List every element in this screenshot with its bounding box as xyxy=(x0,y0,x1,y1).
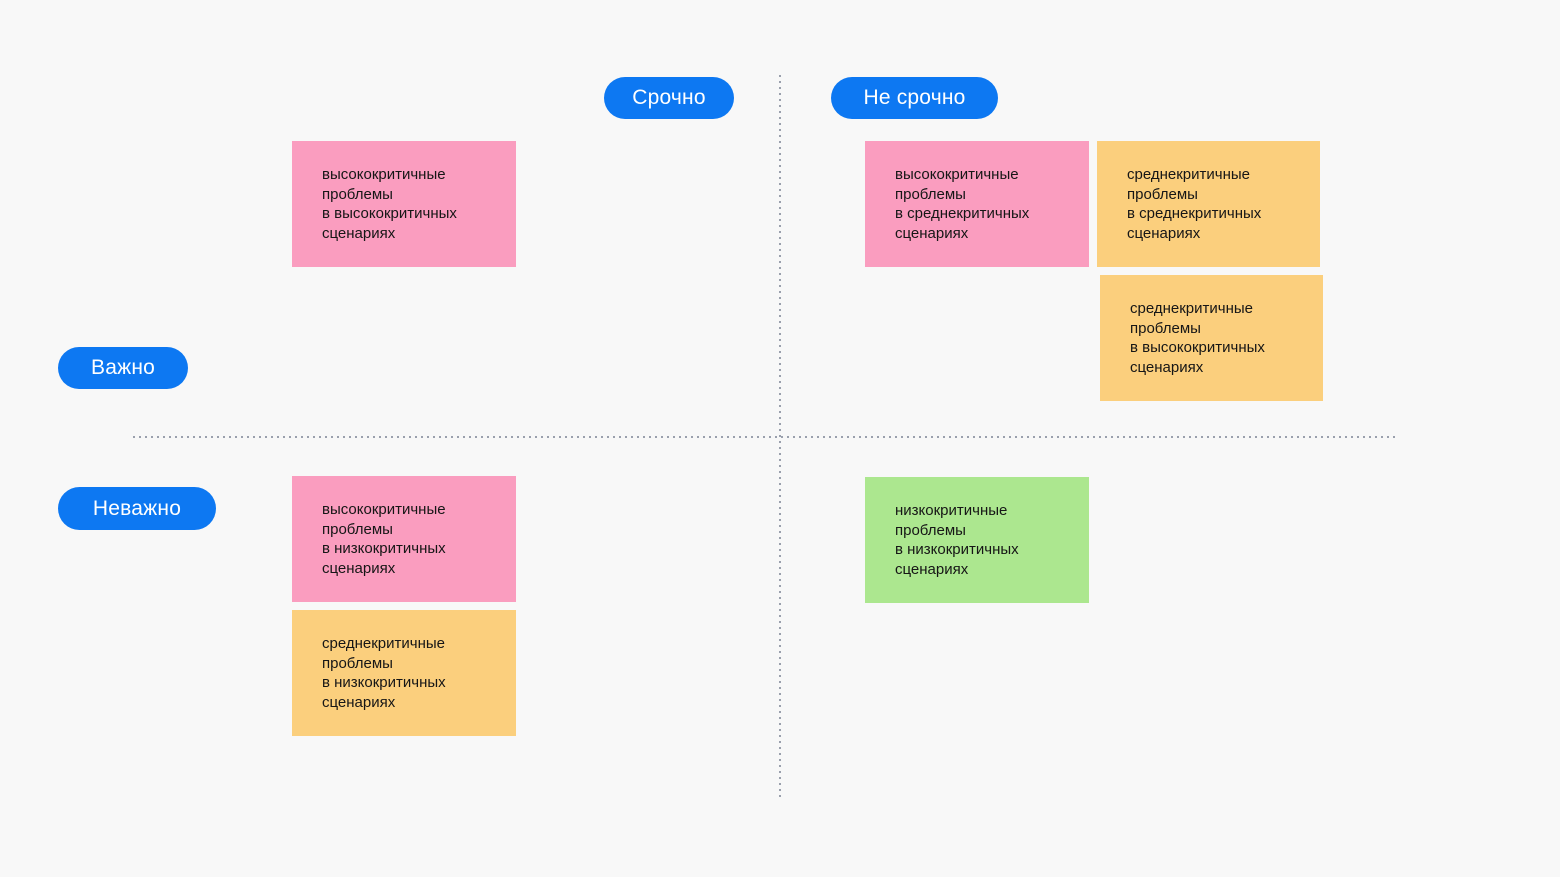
sticky-note-highcrit-problems-midcrit-scenarios[interactable]: высококритичные проблемы в среднекритичн… xyxy=(865,141,1089,267)
sticky-note-text: среднекритичные проблемы в низкокритичны… xyxy=(322,635,446,711)
axis-label-urgent-text: Срочно xyxy=(632,86,706,109)
axis-label-urgent[interactable]: Срочно xyxy=(604,77,734,119)
sticky-note-text: высококритичные проблемы в высококритичн… xyxy=(322,166,457,242)
sticky-note-midcrit-problems-midcrit-scenarios[interactable]: среднекритичные проблемы в среднекритичн… xyxy=(1097,141,1320,267)
axis-label-not-important[interactable]: Неважно xyxy=(58,487,216,530)
sticky-note-text: среднекритичные проблемы в высококритичн… xyxy=(1130,300,1265,376)
axis-label-not-urgent[interactable]: Не срочно xyxy=(831,77,998,119)
sticky-note-highcrit-problems-lowcrit-scenarios[interactable]: высококритичные проблемы в низкокритичны… xyxy=(292,476,516,602)
sticky-note-highcrit-problems-highcrit-scenarios[interactable]: высококритичные проблемы в высококритичн… xyxy=(292,141,516,267)
sticky-note-midcrit-problems-highcrit-scenarios[interactable]: среднекритичные проблемы в высококритичн… xyxy=(1100,275,1323,401)
sticky-note-text: высококритичные проблемы в низкокритичны… xyxy=(322,501,446,577)
axis-label-not-urgent-text: Не срочно xyxy=(863,86,966,109)
axis-label-important-text: Важно xyxy=(90,356,155,379)
sticky-note-midcrit-problems-lowcrit-scenarios[interactable]: среднекритичные проблемы в низкокритичны… xyxy=(292,610,516,736)
axis-label-important[interactable]: Важно xyxy=(58,347,188,389)
sticky-note-text: высококритичные проблемы в среднекритичн… xyxy=(895,166,1030,242)
sticky-note-text: низкокритичные проблемы в низкокритичных… xyxy=(895,502,1019,578)
axis-divider-horizontal xyxy=(133,436,1398,438)
sticky-note-text: среднекритичные проблемы в среднекритичн… xyxy=(1127,166,1262,242)
axis-label-not-important-text: Неважно xyxy=(92,496,182,520)
sticky-note-lowcrit-problems-lowcrit-scenarios[interactable]: низкокритичные проблемы в низкокритичных… xyxy=(865,477,1089,603)
